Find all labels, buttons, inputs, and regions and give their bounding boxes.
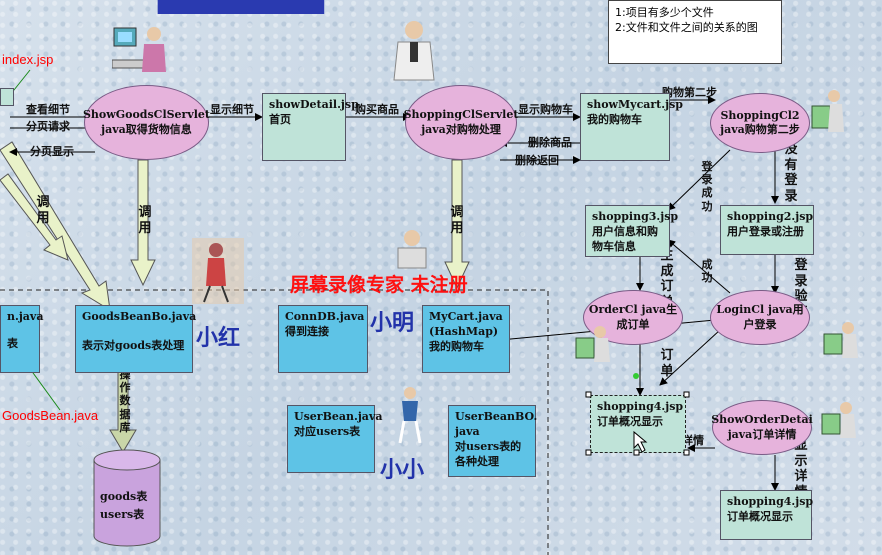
edge-delete: 删除商品: [528, 136, 572, 149]
node-show-order-detail[interactable]: ShowOrderDetai java订单详情: [711, 400, 813, 455]
call-arrow-2: [444, 159, 470, 290]
shopping3-title: shopping3.jsp: [592, 210, 679, 223]
name-xiaoxiao: 小小: [380, 458, 425, 483]
db-line-2: users表: [100, 508, 145, 521]
note-line-2: 2:文件和文件之间的关系的图: [615, 21, 758, 35]
show-mycart-title: showMycart.jsp: [587, 98, 683, 111]
node-userbeanbo[interactable]: UserBeanBO. java 对users表的各种处理: [448, 405, 538, 477]
watermark: 屏幕录像专家 未注册: [290, 274, 468, 296]
show-mycart-sub: 我的购物车: [587, 112, 642, 126]
node-shopping-cl[interactable]: ShoppingClServlet java对购物处理: [404, 85, 518, 160]
userbean-title: UserBean.java: [294, 410, 383, 423]
show-detail-title: showDetail.jsp: [269, 98, 359, 111]
call-arrow-diag: [0, 141, 111, 311]
node-shopping2[interactable]: shopping2.jsp 用户登录或注册: [720, 205, 814, 255]
title-fragment: █████████: [158, 0, 325, 14]
edge-show-cart: 显示购物车: [518, 103, 573, 116]
database-icon: [93, 449, 161, 547]
edge-show-detail: 显示细节: [210, 103, 254, 116]
shopping3-sub: 用户信息和购物车信息: [592, 224, 658, 253]
clipboard-person-icon: [811, 90, 844, 132]
database-cylinder[interactable]: goods表 users表: [92, 448, 162, 548]
baseball-player-icon: [398, 387, 422, 444]
computer-user-icon: [112, 27, 166, 72]
node-left-java[interactable]: n.java 表: [0, 305, 44, 373]
node-goodsbeanbo[interactable]: GoodsBeanBo.java 表示对goods表处理: [75, 305, 197, 373]
selection-handles: [585, 373, 690, 456]
call-arrow-left: [0, 173, 69, 261]
node-shopping-cl2[interactable]: ShoppingCl2 java购物第二步: [710, 93, 810, 153]
node-show-goods[interactable]: ShowGoodsClServlet java取得货物信息: [83, 85, 210, 160]
node-show-detail[interactable]: showDetail.jsp 首页: [262, 93, 359, 161]
edge-view-detail: 查看细节: [26, 103, 70, 116]
edge-order: 订单: [660, 348, 674, 379]
note-line-1: 1:项目有多少个文件: [615, 6, 714, 19]
name-xiaoming: 小明: [370, 311, 415, 336]
left-java-sub: 表: [7, 336, 18, 350]
edge-page-show: 分页显示: [30, 145, 74, 158]
db-line-1: goods表: [100, 490, 148, 503]
node-order-cl[interactable]: OrderCl java生成订单: [583, 290, 683, 345]
edge-page-req: 分页请求: [26, 120, 70, 133]
edge-buy: 购买商品: [355, 103, 399, 116]
goodsbean-callout: GoodsBean.java: [2, 408, 99, 423]
edge-login-ok: 登录成功: [701, 160, 713, 213]
userbean-sub: 对应users表: [294, 424, 361, 438]
node-show-mycart[interactable]: showMycart.jsp 我的购物车: [580, 93, 683, 161]
name-xiaohong: 小红: [196, 326, 241, 351]
mycart-title: MyCart.java (HashMap): [429, 310, 503, 338]
node-mycart[interactable]: MyCart.java (HashMap) 我的购物车: [422, 305, 510, 373]
show-detail-sub: 首页: [269, 112, 291, 126]
node-shopping4-b[interactable]: shopping4.jsp 订单概况显示: [720, 490, 814, 540]
node-shopping3[interactable]: shopping3.jsp 用户信息和购物车信息: [585, 205, 679, 257]
db-arrow: [109, 364, 137, 453]
mycart-sub: 我的购物车: [429, 339, 484, 353]
edge-delete-return: 删除返回: [515, 154, 559, 167]
userbeanbo-sub: 对users表的各种处理: [455, 439, 522, 468]
shopping2-title: shopping2.jsp: [727, 210, 814, 223]
userbeanbo-title: UserBeanBO. java: [455, 410, 538, 438]
shopping4b-title: shopping4.jsp: [727, 495, 814, 508]
note-box: 1:项目有多少个文件 2:文件和文件之间的关系的图: [608, 0, 782, 64]
goodsbeanbo-title: GoodsBeanBo.java: [82, 310, 197, 323]
edge-success: 成功: [701, 258, 713, 285]
edge-no-login: 没有登录: [784, 142, 798, 204]
left-java-title: n.java: [7, 310, 44, 323]
woman-shopper-icon: [192, 238, 244, 304]
shopping4a-title: shopping4.jsp: [597, 400, 684, 413]
edge-call-3: 调用: [36, 195, 50, 226]
businessman-icon: [393, 21, 435, 81]
index-callout: index.jsp: [2, 52, 54, 67]
node-login-cl[interactable]: LoginCl java用户登录: [710, 290, 810, 345]
goodsbeanbo-sub: 表示对goods表处理: [82, 338, 185, 352]
clipboard-person-icon-3: [823, 322, 858, 358]
clipboard-person-icon-2: [575, 326, 610, 362]
conndb-sub: 得到连接: [285, 324, 329, 338]
edge-ops-db: 操作数据库: [119, 368, 131, 434]
node-shopping4-a[interactable]: shopping4.jsp 订单概况显示: [590, 395, 686, 453]
reading-person-icon: [397, 230, 427, 269]
node-userbean[interactable]: UserBean.java 对应users表: [287, 405, 383, 473]
shopping2-sub: 用户登录或注册: [727, 224, 804, 238]
call-arrow-1: [130, 159, 156, 287]
index-stub: [0, 88, 14, 106]
edge-step2: 购物第二步: [662, 86, 717, 99]
conndb-title: ConnDB.java: [285, 310, 365, 323]
edge-call-2: 调用: [450, 205, 464, 236]
node-conndb[interactable]: ConnDB.java 得到连接: [278, 305, 368, 373]
shopping4b-sub: 订单概况显示: [727, 509, 793, 523]
clipboard-person-icon-4: [821, 402, 856, 438]
dashed-boundary: [0, 289, 549, 555]
shopping4a-sub: 订单概况显示: [597, 414, 663, 428]
edge-call-1: 调用: [138, 205, 152, 236]
